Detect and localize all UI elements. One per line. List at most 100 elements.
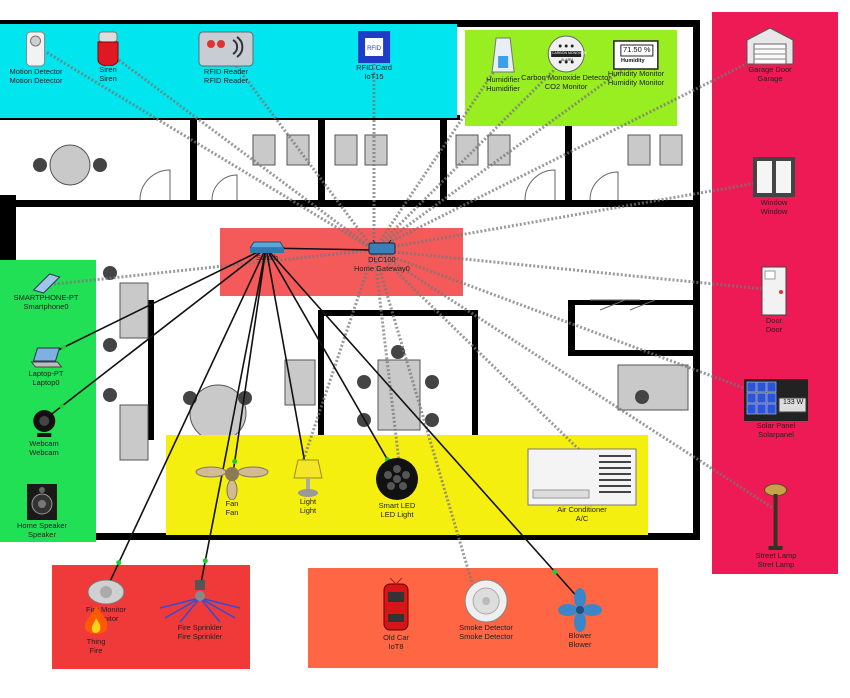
thing-fire-type-label: Thing [86,637,106,646]
gateway-type: Home Gateway0 [354,263,410,273]
gateway-name: DLC100 [368,255,396,264]
link-status-dot [116,560,122,566]
webcam-icon [30,408,58,440]
solar-reading: 133 W [783,399,804,406]
rfid-reader-type-label: RFID Reader [203,67,249,76]
solar-panel-icon: 133 W [743,378,809,422]
fire-monitor-icon [86,578,126,606]
garage-door-icon [745,26,795,66]
smartphone-icon [30,272,62,294]
switch[interactable]: Switch [250,238,284,263]
car-icon [380,576,412,634]
blower-type-label: Blower [568,631,592,640]
light-name-label: Light [299,505,317,515]
smartphone-name-label: Smartphone0 [23,301,69,311]
smoke-detector-icon [463,578,509,624]
wired-link [265,247,309,481]
webcam-type-label: Webcam [29,439,59,448]
wired-link [199,247,267,589]
humidifier-icon [488,34,518,76]
old-car-type-label: Old Car [383,633,409,642]
humidity-monitor-type-label: Humidity Monitor [607,69,665,78]
humidity-reading: 71.50 % [622,45,651,54]
fan-name-label: Fan [225,507,239,517]
door-type-label: Door [765,316,783,325]
wired-link [45,247,267,357]
wireless-link [373,248,775,292]
speaker-name-label: Speaker [28,529,56,539]
wireless-link [372,248,602,472]
wireless-link [372,249,482,611]
link-status-dot [552,569,558,575]
motion-sensor-icon [23,30,49,68]
switch-icon [250,238,284,254]
fire-safety-zone [52,565,250,669]
link-status-dot [232,458,238,464]
humidity-monitor-icon: 71.50 %Humidity [613,40,659,70]
laptop-icon [29,346,63,370]
co-detector-name-label: CO2 Monitor [544,81,588,91]
siren-icon [94,30,122,66]
door-name-label: Door [765,324,783,334]
switch-label: Switch [255,253,279,262]
switch-gateway-link [265,247,375,251]
blower-icon [558,588,602,632]
wireless-link [298,249,376,471]
link-status-dot [59,403,65,409]
wireless-link [372,57,505,251]
wired-link [43,247,267,421]
wireless-link [373,248,777,402]
siren-name-label: Siren [99,73,117,83]
siren-type-label: Siren [99,65,117,74]
street-lamp-name-label: Stret Lamp [757,559,795,569]
rfid-card-icon: RFID [357,30,391,64]
speaker-type-label: Home Speaker [16,521,68,530]
air-conditioner-name-label: A/C [575,513,589,523]
lamp-icon [290,456,326,498]
wireless-link [224,51,376,251]
smoke-detector-type-label: Smoke Detector [459,623,513,632]
co-detector-type-label: Carbon Monoxide Detector [521,73,611,82]
old-car-name-label: IoT8 [388,641,404,651]
fire-monitor-name-label: Monitor [93,613,119,623]
street-lamp-type-label: Street Lamp [755,551,797,560]
home-gateway[interactable]: DLC100 Home Gateway0 [354,240,410,273]
rfid-card-name-label: IoT15 [364,71,384,81]
laptop-name-label: Laptop0 [32,377,60,387]
thing-fire-name-label: Fire [89,645,103,655]
rfid-card-type-label: RFID Card [356,63,392,72]
link-status-dot [202,558,208,564]
wireless-link [373,58,637,252]
garage-door-type-label: Garage Door [748,65,792,74]
wireless-link [373,50,771,252]
solar-panel-type-label: Solar Panel [756,421,796,430]
